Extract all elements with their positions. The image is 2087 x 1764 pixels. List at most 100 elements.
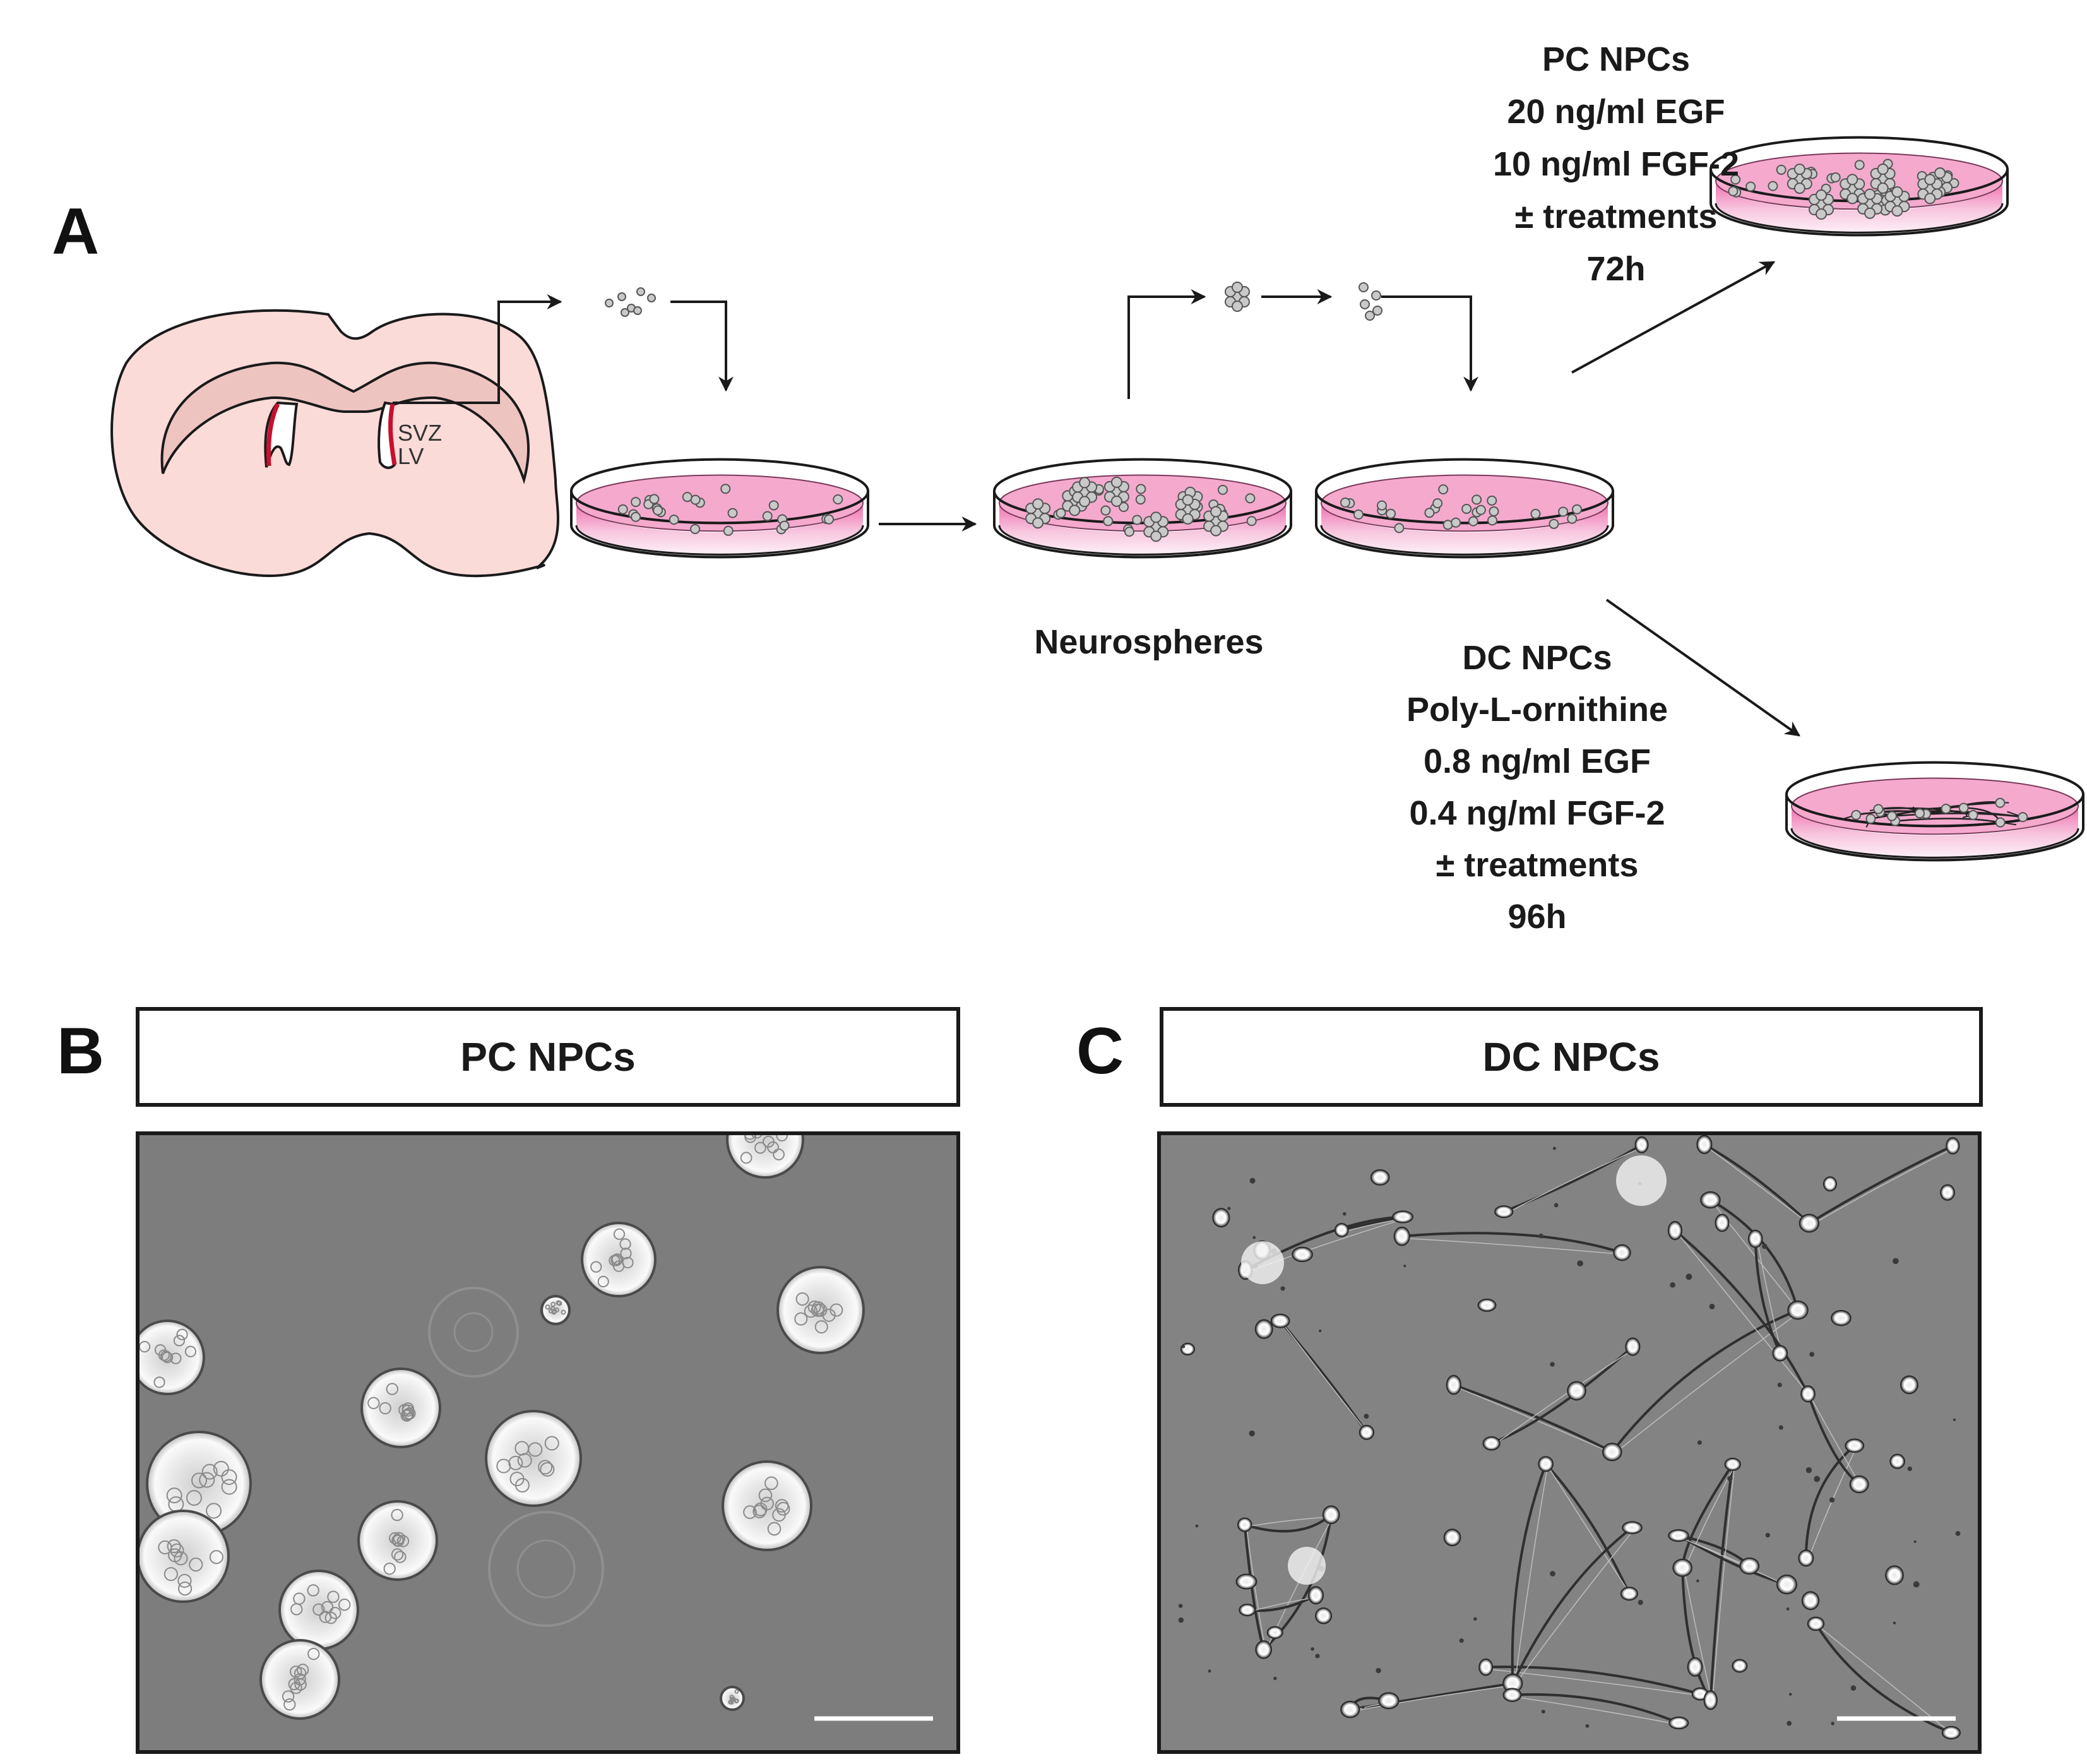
cell-icon bbox=[605, 299, 613, 307]
cell-icon bbox=[1151, 512, 1161, 522]
brain-section-diagram: SVZ LV bbox=[112, 311, 558, 576]
cell-icon bbox=[1462, 504, 1471, 513]
culture-dish-dc-npcs bbox=[1787, 763, 2083, 861]
dc-condition-line-3: 0.8 ng/ml EGF bbox=[1424, 742, 1651, 780]
cell-body bbox=[1237, 1575, 1257, 1589]
cell-body bbox=[1802, 1592, 1819, 1609]
debris-dot bbox=[1956, 1531, 1961, 1536]
culture-dish-pc-npcs bbox=[1711, 138, 2007, 235]
debris-dot bbox=[1343, 1212, 1347, 1216]
cell-icon bbox=[1133, 515, 1141, 524]
dc-condition-text: DC NPCs Poly-L-ornithine 0.8 ng/ml EGF 0… bbox=[1406, 639, 1668, 936]
cell-icon bbox=[1112, 477, 1122, 487]
debris-dot bbox=[1686, 1273, 1692, 1280]
cell-body bbox=[1393, 1211, 1413, 1222]
cell-body bbox=[1800, 1215, 1819, 1232]
cell-icon bbox=[1033, 499, 1043, 509]
cell-icon bbox=[1472, 495, 1481, 504]
debris-dot bbox=[1250, 1178, 1256, 1184]
dc-condition-line-2: Poly-L-ornithine bbox=[1406, 691, 1668, 729]
cell-icon bbox=[1865, 208, 1875, 218]
cell-icon bbox=[1477, 506, 1485, 515]
cell-icon bbox=[1425, 508, 1434, 517]
cell-body bbox=[1614, 1245, 1630, 1261]
pc-condition-line-2: 20 ng/ml EGF bbox=[1507, 93, 1725, 131]
cell-body bbox=[1626, 1338, 1639, 1355]
cell-icon bbox=[1394, 523, 1403, 532]
debris-dot bbox=[1806, 1467, 1812, 1473]
cell-icon bbox=[1959, 804, 1968, 813]
cell-icon bbox=[1915, 809, 1924, 818]
cell-icon bbox=[1831, 173, 1840, 182]
cell-body bbox=[1701, 1192, 1720, 1208]
cell-body bbox=[1740, 1558, 1759, 1574]
cell-icon bbox=[1795, 164, 1805, 174]
dc-condition-line-6: 96h bbox=[1507, 898, 1566, 936]
cell-icon bbox=[728, 509, 737, 518]
cell-icon bbox=[1490, 507, 1499, 516]
cell-icon bbox=[1567, 515, 1576, 523]
cell-icon bbox=[1888, 812, 1896, 821]
debris-dot bbox=[1766, 1533, 1770, 1537]
cell-body bbox=[1495, 1206, 1513, 1217]
cell-icon bbox=[770, 501, 778, 510]
arrow-neurospheres-to-sphere bbox=[1129, 297, 1204, 399]
cell-body bbox=[1788, 1301, 1807, 1320]
cell-body bbox=[1335, 1224, 1348, 1237]
cell-icon bbox=[1246, 494, 1254, 503]
cell-body bbox=[1801, 1386, 1815, 1402]
debris-dot bbox=[1953, 1419, 1956, 1421]
cell-icon bbox=[1112, 496, 1122, 506]
cell-icon bbox=[1488, 516, 1497, 525]
cell-body bbox=[1704, 1691, 1716, 1709]
neurosphere bbox=[486, 1411, 581, 1506]
cell-icon bbox=[618, 293, 626, 301]
debris-dot bbox=[1778, 1383, 1782, 1387]
cell-icon bbox=[1439, 485, 1448, 494]
cell-icon bbox=[1151, 531, 1161, 541]
cell-icon bbox=[1487, 496, 1496, 505]
dissociated-cells-icon bbox=[605, 288, 655, 316]
cell-icon bbox=[1995, 799, 2004, 808]
cell-body bbox=[1845, 1439, 1864, 1453]
neurosphere bbox=[723, 1462, 811, 1550]
cell-body bbox=[1567, 1381, 1586, 1400]
cell-body bbox=[1371, 1170, 1389, 1185]
cell-icon bbox=[1079, 477, 1090, 487]
cell-icon bbox=[1079, 496, 1090, 506]
cell-body bbox=[1668, 1222, 1682, 1239]
cell-body bbox=[1271, 1314, 1290, 1328]
cell-body bbox=[1622, 1522, 1642, 1534]
cell-icon bbox=[2018, 813, 2027, 821]
debris-dot bbox=[1473, 1617, 1477, 1621]
cell-body bbox=[1292, 1248, 1312, 1261]
panel-c-header: DC NPCs bbox=[1483, 1034, 1660, 1080]
cell-icon bbox=[1183, 514, 1193, 524]
cell-icon bbox=[1925, 193, 1935, 203]
cell-icon bbox=[1183, 495, 1193, 505]
cell-icon bbox=[1816, 190, 1826, 200]
debris-dot bbox=[1376, 1668, 1381, 1673]
cell-icon bbox=[1218, 486, 1227, 494]
cell-icon bbox=[648, 294, 655, 302]
debris-dot bbox=[1908, 1467, 1912, 1471]
pc-condition-line-5: 72h bbox=[1586, 250, 1645, 288]
cell-icon bbox=[1996, 818, 2005, 827]
cell-icon bbox=[763, 512, 772, 521]
cell-body bbox=[1824, 1177, 1836, 1191]
cell-icon bbox=[1341, 498, 1350, 507]
debris-dot bbox=[1709, 1304, 1715, 1309]
neurospheres-label: Neurospheres bbox=[1034, 623, 1263, 661]
debris-dot bbox=[1182, 1345, 1185, 1349]
cell-body bbox=[1341, 1701, 1359, 1718]
cell-icon bbox=[1925, 174, 1935, 184]
debris-dot bbox=[1814, 1476, 1820, 1482]
pc-condition-line-4: ± treatments bbox=[1515, 198, 1718, 235]
cell-icon bbox=[653, 506, 662, 515]
cell-icon bbox=[1969, 811, 1978, 819]
sphere-texture bbox=[770, 1116, 780, 1126]
cell-icon bbox=[1847, 174, 1857, 184]
debris-dot bbox=[1179, 1604, 1182, 1607]
cell-body bbox=[1479, 1659, 1492, 1676]
